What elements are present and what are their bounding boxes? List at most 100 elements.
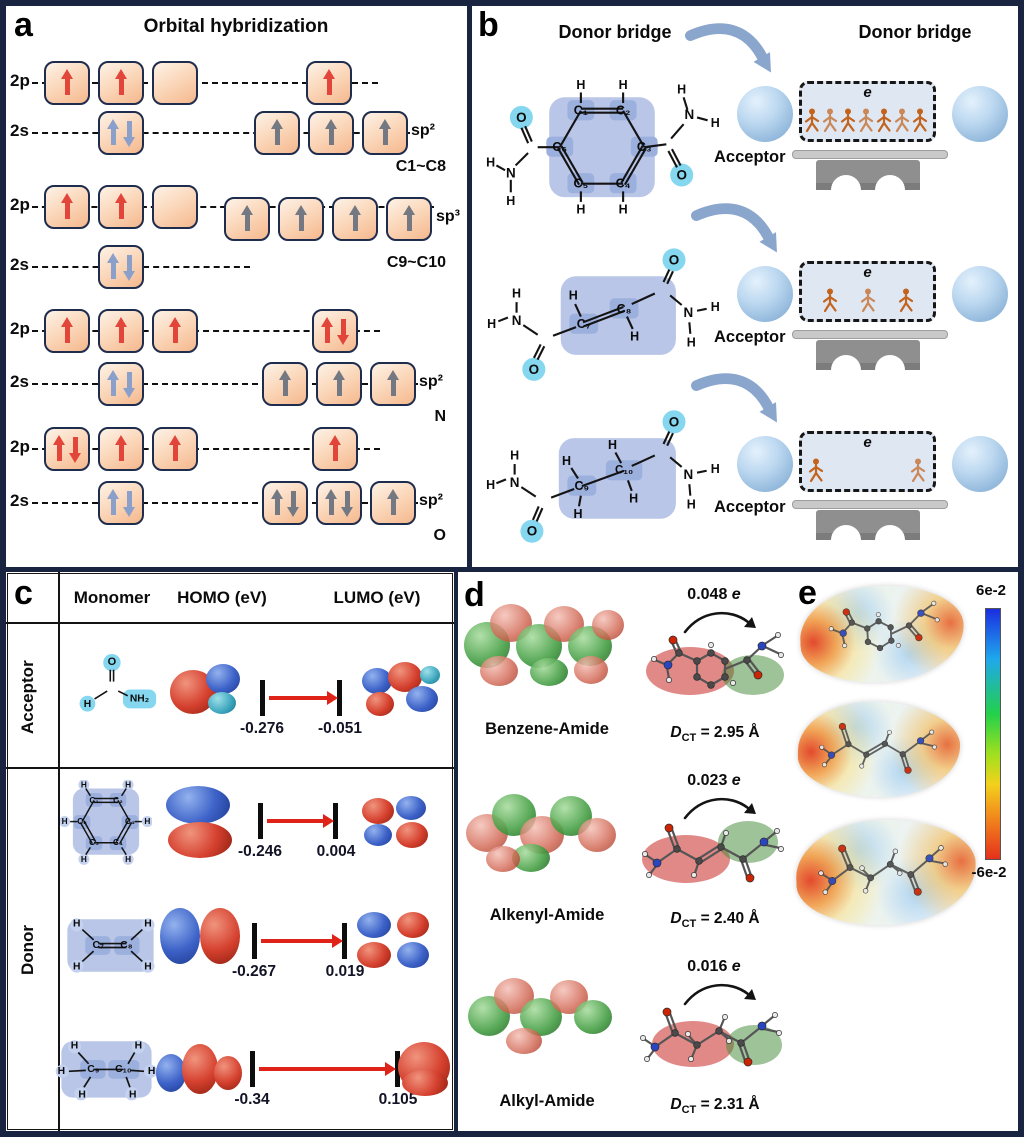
electron-carrier-figures — [808, 458, 926, 483]
electron-arrow-down — [68, 435, 82, 463]
panel-divider-vertical-top — [467, 6, 472, 567]
orbital-box — [316, 481, 362, 525]
charge-unit: e — [731, 586, 741, 603]
orbital-box — [44, 309, 90, 353]
charge-transfer-molecule — [638, 815, 790, 895]
svg-text:N: N — [685, 107, 695, 122]
energy-level-diagram: -0.276 -0.051 — [240, 680, 362, 744]
svg-text:H: H — [569, 288, 578, 302]
svg-text:C₆: C₆ — [552, 140, 567, 154]
red-orbital-lobe — [396, 822, 428, 848]
esp-surface-benzene-amide — [797, 581, 967, 687]
panel-d: d Benzene-Amide 0.048 e DCT = 2.95 Å Alk… — [458, 572, 796, 1131]
red-orbital-lobe — [214, 1056, 242, 1090]
svg-text:C₁: C₁ — [89, 796, 99, 805]
orbital-box — [224, 197, 270, 241]
red-orbital-lobe — [397, 912, 429, 938]
s-level-label: 2s — [10, 491, 29, 510]
dct-value: = 2.95 Å — [696, 724, 760, 741]
svg-text:H: H — [71, 1040, 78, 1051]
orbital-hybridization-title: Orbital hybridization — [143, 16, 329, 37]
orbital-box — [262, 481, 308, 525]
donor-bridge-header-left: Donor bridge — [558, 22, 672, 42]
energy-level-dash — [32, 383, 418, 385]
transferred-charge: 0.016 e — [644, 958, 784, 976]
orbital-box — [312, 427, 358, 471]
homo-value: -0.267 — [232, 963, 276, 980]
esp-surface-alkyl-amide — [794, 816, 978, 929]
electron-arrow-up — [114, 69, 128, 97]
dct-symbol: D — [670, 910, 682, 927]
table-header-line — [6, 622, 454, 624]
donor-bridge-header-right: Donor bridge — [858, 22, 972, 42]
panel-c-letter: c — [14, 574, 33, 612]
electron-arrow-up — [106, 489, 120, 517]
orbital-box — [98, 362, 144, 406]
svg-text:H: H — [144, 962, 151, 973]
svg-text:O: O — [669, 252, 679, 267]
transition-arrow — [267, 819, 324, 823]
atom-range-label: C1~C8 — [395, 158, 446, 175]
orbital-box — [316, 362, 362, 406]
transition-arrowhead — [385, 1062, 396, 1076]
panel-a-letter: a — [14, 6, 33, 44]
energy-level-diagram: -0.267 0.019 — [232, 923, 364, 987]
pink-orbital-lobe — [480, 656, 518, 686]
svg-text:H: H — [129, 1089, 136, 1100]
homo-orbital-benzene — [160, 784, 240, 860]
pink-orbital-lobe — [578, 818, 616, 852]
electron-arrow-down — [340, 489, 354, 517]
electron-arrow-up — [328, 435, 342, 463]
svg-text:C₆: C₆ — [77, 817, 87, 826]
charge-transfer-arrow — [691, 203, 777, 253]
bridge-deck — [792, 330, 948, 339]
electron-arrow-up — [270, 489, 284, 517]
panel-divider-vertical-bottom — [454, 572, 458, 1131]
red-orbital-lobe — [168, 822, 232, 858]
electron-arrow-up — [106, 119, 120, 147]
energy-level-dash — [32, 448, 380, 450]
orbital-overlap-isosurface — [464, 600, 626, 695]
blue-orbital-lobe — [156, 1054, 186, 1092]
benzene-amide-ballstick — [828, 601, 940, 652]
svg-text:C₄: C₄ — [113, 838, 123, 847]
benzene-amide-ballstick — [651, 632, 784, 689]
orbital-box — [98, 245, 144, 289]
homo-value: -0.246 — [238, 843, 282, 860]
green-orbital-lobe — [530, 658, 568, 686]
orbital-box — [370, 481, 416, 525]
svg-text:H: H — [506, 194, 515, 208]
donor-bridge-illustration: e Acceptor — [714, 248, 1014, 383]
esp-surface-alkenyl-amide — [796, 699, 962, 800]
system-name: Alkyl-Amide — [499, 1092, 595, 1110]
pink-orbital-lobe — [574, 656, 608, 684]
charge-value: 0.016 — [687, 958, 728, 975]
energy-level-dash — [32, 82, 378, 84]
electron-arrow-up — [60, 69, 74, 97]
transition-arrowhead — [323, 814, 334, 828]
dct-subscript: CT — [681, 1104, 697, 1117]
electron-arrow-up — [324, 119, 338, 147]
column-header-lumo: LUMO (eV) — [333, 588, 421, 607]
orbital-box — [386, 197, 432, 241]
svg-text:H: H — [562, 454, 571, 468]
svg-text:H: H — [144, 918, 151, 929]
column-header-monomer: Monomer — [73, 588, 151, 607]
svg-text:H: H — [576, 203, 585, 217]
svg-text:O: O — [676, 168, 686, 183]
acceptor-sphere-left — [737, 266, 793, 322]
red-orbital-lobe — [182, 1044, 218, 1094]
electron-arrow-up — [294, 205, 308, 233]
svg-text:C₉: C₉ — [87, 1064, 99, 1075]
electron-arrow-up — [52, 435, 66, 463]
blue-orbital-lobe — [397, 942, 429, 968]
svg-text:H: H — [487, 317, 496, 331]
charge-transfer-arrow — [685, 23, 771, 73]
blue-orbital-lobe — [364, 824, 392, 846]
charge-value: 0.048 — [687, 586, 728, 603]
svg-text:H: H — [78, 1089, 85, 1100]
